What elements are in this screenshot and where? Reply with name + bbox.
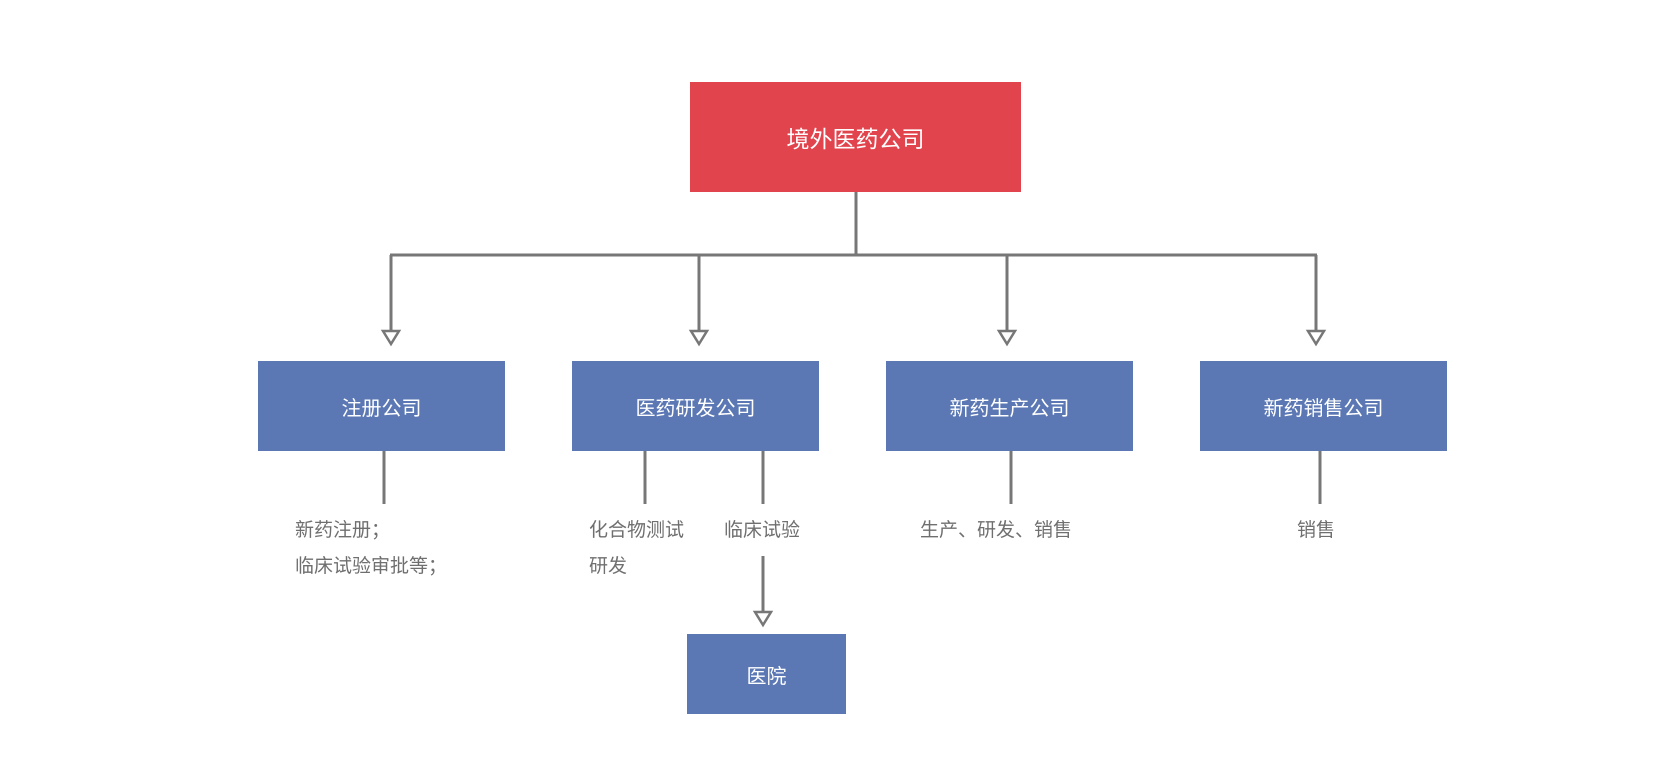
node-rnd-company: 医药研发公司 — [572, 361, 819, 451]
description-line: 研发 — [589, 555, 628, 577]
node-production-company: 新药生产公司 — [886, 361, 1133, 451]
description-line: 销售 — [1297, 519, 1336, 541]
description-registration: 新药注册； 临床试验审批等； — [295, 512, 447, 584]
description-production: 生产、研发、销售 — [920, 512, 1072, 548]
branch-arrow-production — [996, 255, 1018, 347]
branch-arrow-sales — [1305, 255, 1327, 347]
node-hospital: 医院 — [687, 634, 846, 714]
description-line: 临床试验 — [724, 519, 801, 541]
branch-arrow-rnd — [688, 255, 710, 347]
description-line: 化合物测试 — [589, 519, 685, 541]
root-node: 境外医药公司 — [690, 82, 1021, 192]
branch-arrow-registration — [380, 255, 402, 347]
node-hospital-label: 医院 — [746, 663, 787, 688]
arrow-to-hospital — [752, 556, 774, 628]
description-line: 新药注册； — [295, 519, 391, 541]
description-sales: 销售 — [1297, 512, 1335, 548]
description-rnd-clinical: 临床试验 — [724, 512, 800, 548]
node-registration-company-label: 注册公司 — [341, 395, 422, 420]
node-rnd-company-label: 医药研发公司 — [635, 395, 756, 420]
node-sales-company: 新药销售公司 — [1200, 361, 1447, 451]
description-line: 临床试验审批等； — [295, 555, 448, 577]
node-registration-company: 注册公司 — [258, 361, 505, 451]
description-line: 生产、研发、销售 — [920, 519, 1073, 541]
description-rnd-compound: 化合物测试 研发 — [589, 512, 684, 584]
root-node-label: 境外医药公司 — [786, 127, 925, 153]
node-sales-company-label: 新药销售公司 — [1263, 395, 1384, 420]
node-production-company-label: 新药生产公司 — [949, 395, 1070, 420]
